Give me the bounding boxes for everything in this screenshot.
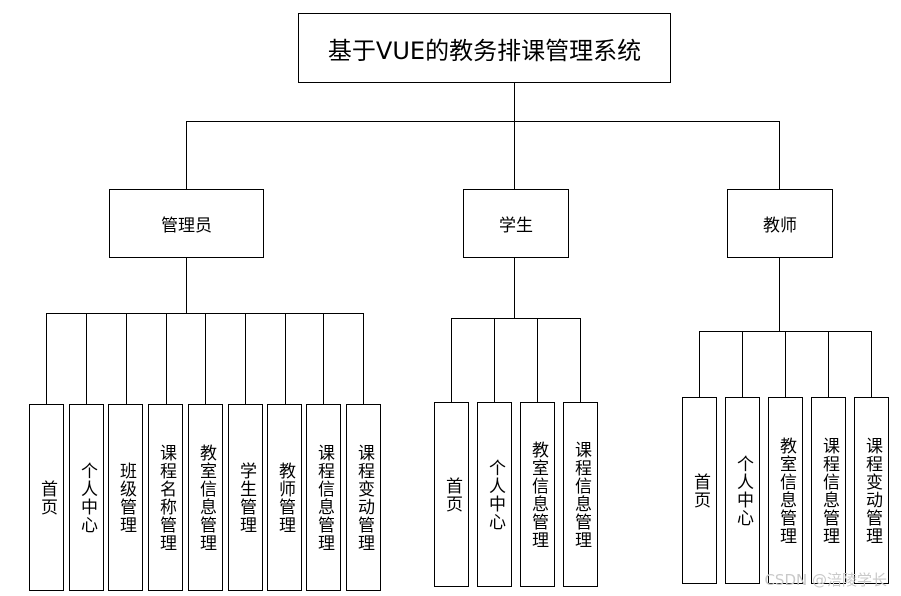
- module-box: 首页: [434, 402, 469, 587]
- module-box: 个人中心: [69, 404, 104, 591]
- module-label: 学生管理: [236, 461, 256, 534]
- module-label: 个人中心: [485, 458, 505, 531]
- module-label: 教室信息管理: [528, 440, 548, 549]
- connector-line: [451, 318, 581, 319]
- watermark-text: CSDN @涪陵学长: [764, 571, 887, 589]
- module-label: 教室信息管理: [776, 436, 796, 545]
- module-label: 课程名称管理: [156, 443, 176, 552]
- connector-line: [451, 318, 452, 403]
- module-label: 个人中心: [77, 461, 97, 534]
- module-box: 课程变动管理: [854, 397, 889, 584]
- module-box: 课程信息管理: [563, 402, 598, 587]
- connector-line: [245, 313, 246, 405]
- connector-line: [699, 331, 700, 398]
- connector-line: [494, 318, 495, 403]
- connector-line: [514, 257, 515, 319]
- module-box: 首页: [682, 397, 717, 584]
- connector-line: [186, 257, 187, 314]
- module-label: 首页: [690, 472, 710, 509]
- module-box: 首页: [29, 404, 64, 591]
- module-box: 班级管理: [108, 404, 143, 591]
- module-label: 课程变动管理: [354, 443, 374, 552]
- module-box: 教室信息管理: [520, 402, 555, 587]
- module-label: 课程信息管理: [819, 436, 839, 545]
- connector-line: [205, 313, 206, 405]
- connector-line: [514, 121, 515, 190]
- module-label: 教室信息管理: [196, 443, 216, 552]
- role-box-teacher: 教师: [727, 189, 833, 258]
- module-box: 教室信息管理: [188, 404, 223, 591]
- module-box: 教室信息管理: [768, 397, 803, 584]
- connector-line: [779, 257, 780, 332]
- connector-line: [514, 83, 515, 122]
- module-label: 个人中心: [733, 454, 753, 527]
- connector-line: [285, 313, 286, 405]
- module-label: 课程信息管理: [314, 443, 334, 552]
- system-title-box: 基于VUE的教务排课管理系统: [298, 13, 671, 83]
- system-title: 基于VUE的教务排课管理系统: [327, 36, 642, 65]
- module-label: 教师管理: [275, 461, 295, 534]
- module-box: 课程变动管理: [346, 404, 381, 591]
- role-box-student: 学生: [463, 189, 569, 258]
- connector-line: [126, 313, 127, 405]
- connector-line: [779, 121, 780, 190]
- module-box: 个人中心: [477, 402, 512, 587]
- connector-line: [537, 318, 538, 403]
- connector-line: [46, 313, 47, 405]
- role-label: 管理员: [161, 216, 212, 236]
- module-box: 教师管理: [267, 404, 302, 591]
- module-label: 首页: [442, 476, 462, 513]
- connector-line: [785, 331, 786, 398]
- connector-line: [186, 121, 187, 190]
- module-box: 学生管理: [228, 404, 263, 591]
- module-box: 个人中心: [725, 397, 760, 584]
- connector-line: [166, 313, 167, 405]
- connector-line: [86, 313, 87, 405]
- module-label: 首页: [37, 479, 57, 516]
- role-label: 学生: [499, 216, 533, 236]
- connector-line: [871, 331, 872, 398]
- module-label: 课程变动管理: [862, 436, 882, 545]
- connector-line: [363, 313, 364, 405]
- module-box: 课程名称管理: [148, 404, 183, 591]
- connector-line: [186, 121, 780, 122]
- role-label: 教师: [763, 216, 797, 236]
- connector-line: [742, 331, 743, 398]
- connector-line: [323, 313, 324, 405]
- module-box: 课程信息管理: [306, 404, 341, 591]
- module-label: 课程信息管理: [571, 440, 591, 549]
- role-box-admin: 管理员: [109, 189, 264, 258]
- connector-line: [828, 331, 829, 398]
- module-box: 课程信息管理: [811, 397, 846, 584]
- connector-line: [580, 318, 581, 403]
- module-label: 班级管理: [116, 461, 136, 534]
